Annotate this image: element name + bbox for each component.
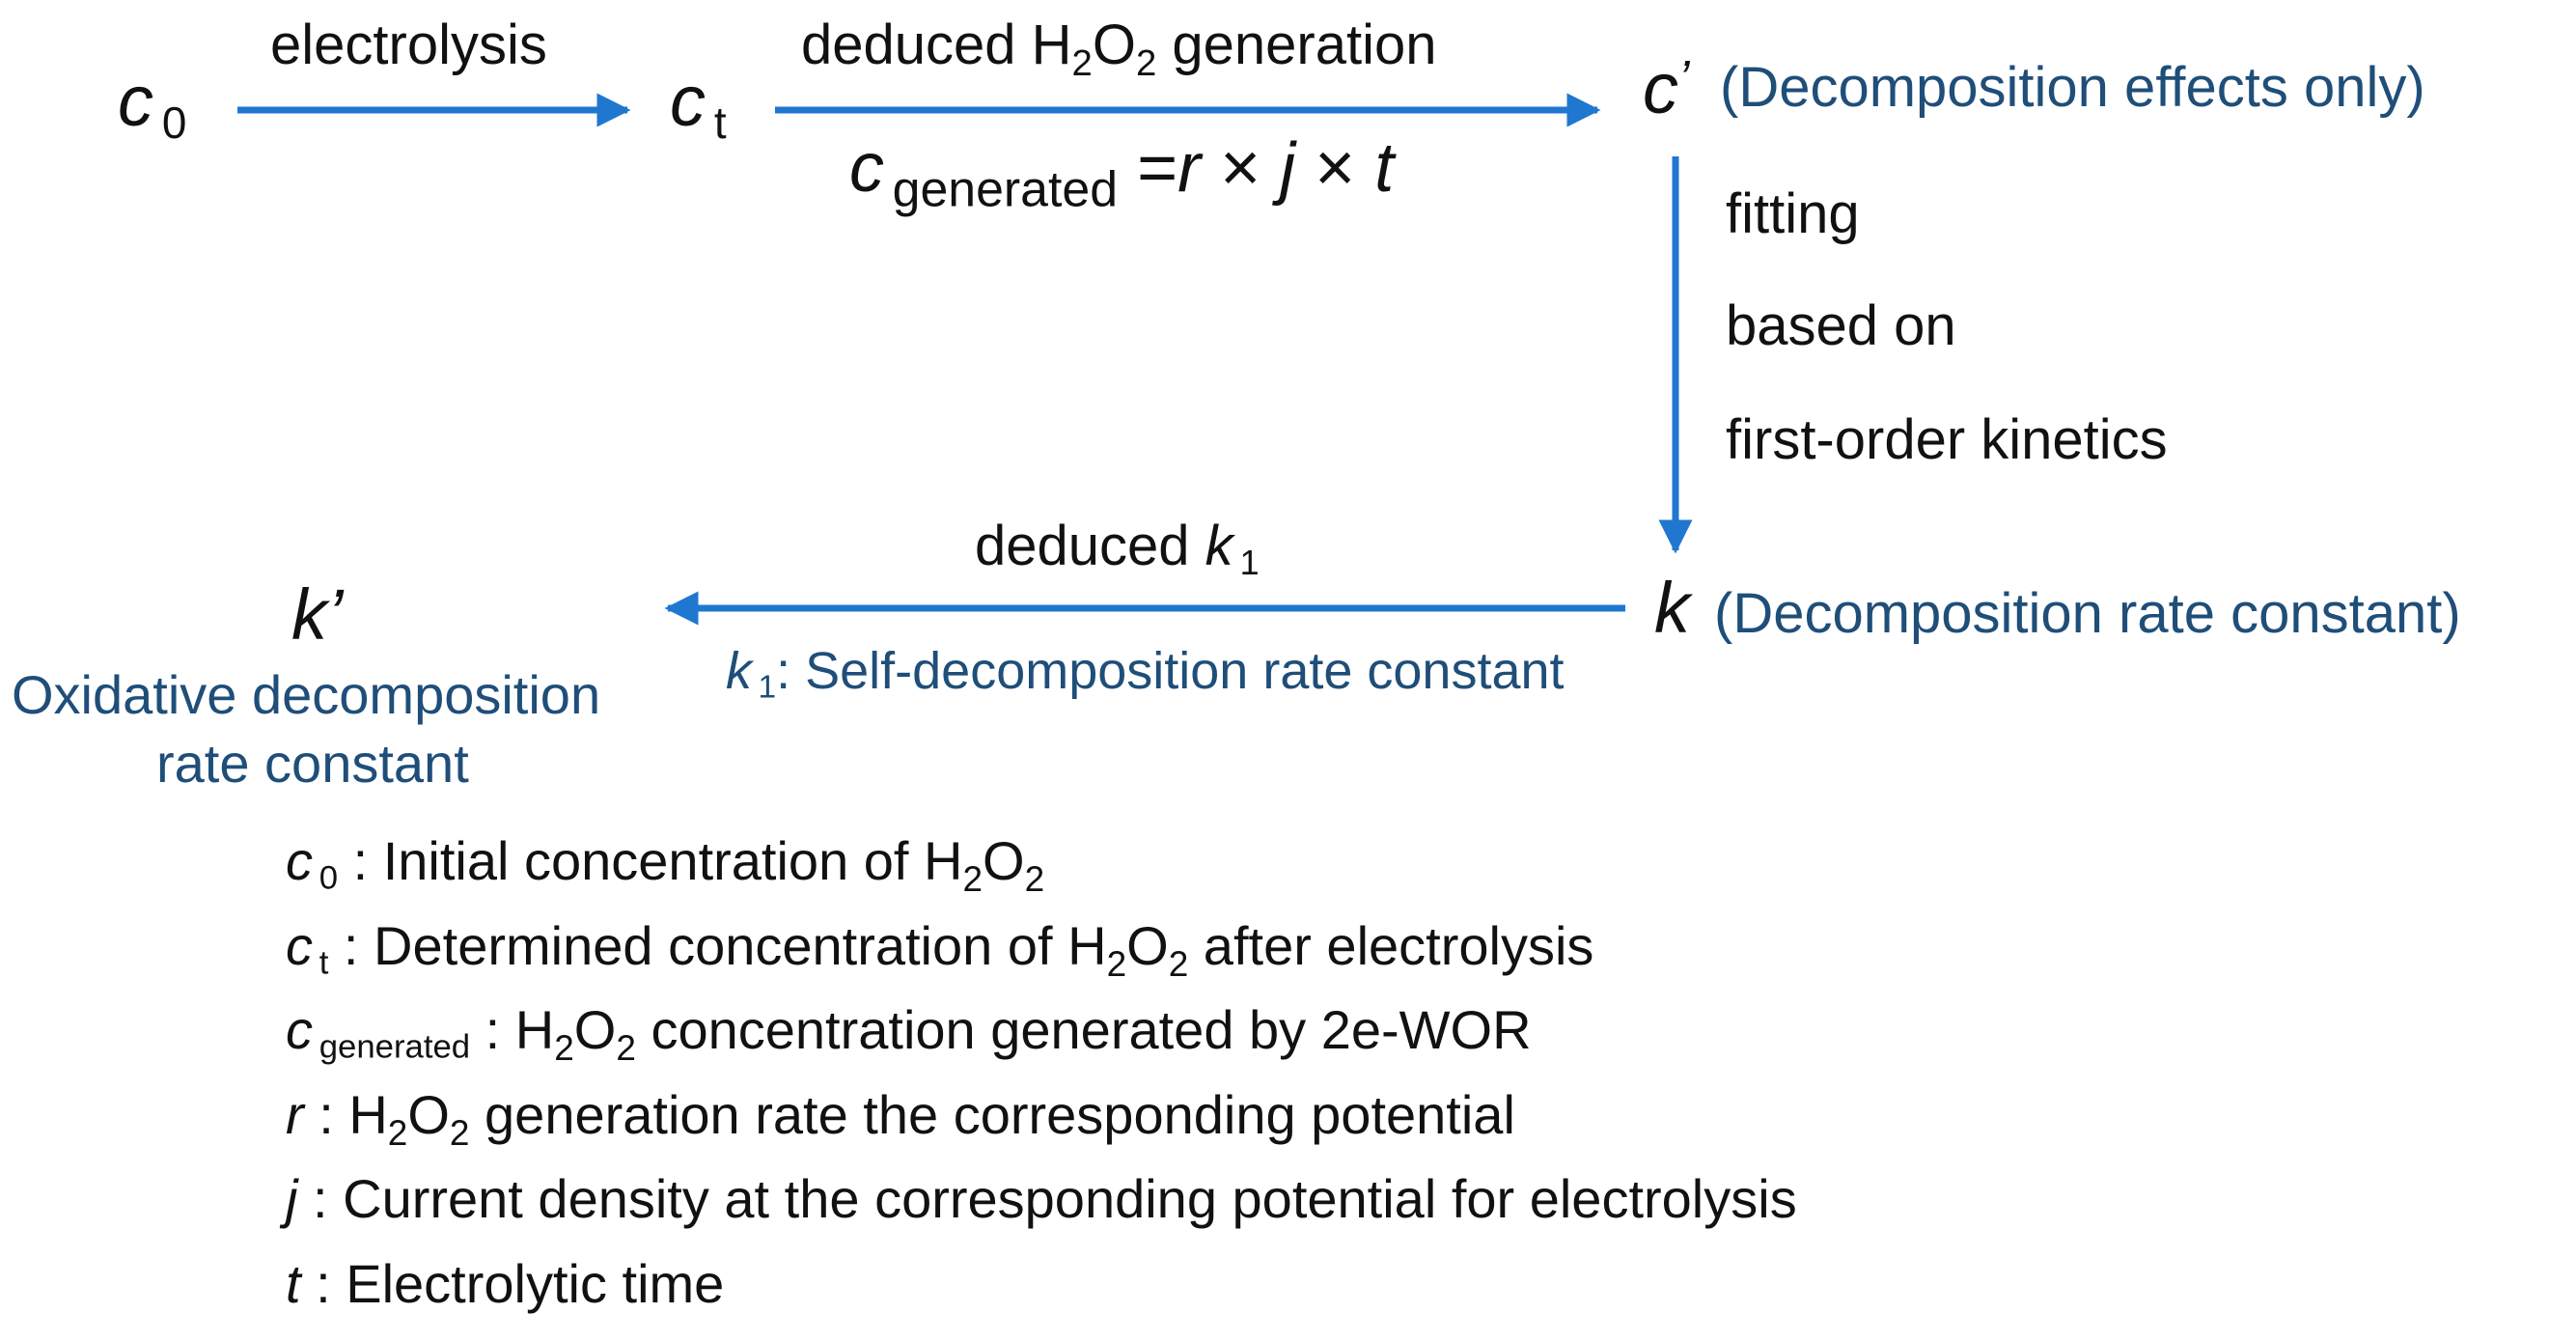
formula-t: t	[1374, 129, 1394, 207]
label-h2o2-sub1: 2	[1072, 42, 1093, 84]
label-fitting: fitting	[1726, 186, 1860, 242]
label-h2o2-suffix: generation	[1156, 14, 1436, 76]
label-k1-symbol: k	[1205, 515, 1233, 577]
definition-sub: t	[319, 944, 329, 981]
formula-times-1: ×	[1201, 129, 1280, 207]
note-decomposition-effects-only: (Decomposition effects only)	[1720, 60, 2425, 116]
note-k1-sub: 1	[758, 669, 776, 705]
definition-text: : H	[304, 1084, 388, 1145]
node-c0-symbol: c	[118, 61, 153, 141]
definition-s2: 2	[1025, 859, 1045, 899]
definition-s2: 2	[450, 1112, 470, 1152]
node-c-prime-symbol: c	[1643, 48, 1678, 128]
definition-s2: 2	[616, 1028, 636, 1068]
definition-mid: O	[983, 830, 1025, 891]
definition-s1: 2	[962, 859, 983, 899]
formula-r: r	[1177, 129, 1201, 207]
definition-mid: O	[1126, 915, 1169, 976]
note-k1-symbol: k	[726, 642, 752, 700]
definition-text: : Determined concentration of H	[328, 915, 1106, 976]
definition-mid: O	[407, 1084, 450, 1145]
definition-symbol: c	[286, 830, 313, 891]
definition-after: generation rate the corresponding potent…	[469, 1084, 1514, 1145]
definition-row: r : H2O2 generation rate the correspondi…	[286, 1088, 1797, 1173]
note-oxidative-line2: rate constant	[156, 737, 469, 791]
definition-text: : Initial concentration of H	[338, 830, 962, 891]
label-deduced-h2o2-generation: deduced H2O2 generation	[801, 17, 1437, 83]
definition-after: after electrolysis	[1188, 915, 1593, 976]
definition-symbol: c	[286, 915, 313, 976]
node-k: k	[1654, 573, 1690, 644]
node-k-prime: k’	[291, 579, 343, 651]
label-k1-prefix: deduced	[975, 515, 1205, 577]
formula-j: j	[1280, 129, 1295, 207]
formula-equals: =	[1118, 129, 1177, 207]
node-c-prime: c’	[1643, 53, 1690, 125]
definition-symbol: r	[286, 1084, 304, 1145]
definition-s1: 2	[554, 1028, 574, 1068]
node-c0-sub: 0	[162, 98, 187, 148]
label-k1-sub: 1	[1240, 543, 1260, 582]
formula-sub: generated	[893, 161, 1118, 217]
label-h2o2-mid: O	[1093, 14, 1136, 76]
label-h2o2-sub2: 2	[1136, 42, 1156, 84]
definition-symbol: c	[286, 999, 313, 1060]
definition-symbol: j	[286, 1168, 297, 1229]
node-ct-sub: t	[714, 98, 727, 148]
definition-after: concentration generated by 2e-WOR	[636, 999, 1532, 1060]
definition-row: j : Current density at the corresponding…	[286, 1172, 1797, 1257]
note-oxidative-line1: Oxidative decomposition	[12, 668, 600, 722]
definition-s1: 2	[1107, 943, 1127, 983]
definition-mid: O	[574, 999, 617, 1060]
definition-s1: 2	[388, 1112, 408, 1152]
definition-symbol: t	[286, 1253, 301, 1314]
definition-text: : H	[470, 999, 554, 1060]
label-electrolysis: electrolysis	[270, 17, 547, 73]
definition-sub: 0	[319, 860, 338, 897]
label-based-on: based on	[1726, 298, 1956, 354]
definition-row: t : Electrolytic time	[286, 1257, 1797, 1341]
label-first-order-kinetics: first-order kinetics	[1726, 412, 2168, 468]
node-ct-symbol: c	[670, 61, 706, 141]
definition-sub: generated	[319, 1029, 470, 1066]
definition-s2: 2	[1169, 943, 1189, 983]
label-h2o2-prefix: deduced H	[801, 14, 1072, 76]
formula-symbol: c	[849, 129, 884, 207]
definition-text: : Current density at the corresponding p…	[297, 1168, 1796, 1229]
note-decomposition-rate-constant: (Decomposition rate constant)	[1714, 586, 2461, 642]
formula-times-2: ×	[1295, 129, 1374, 207]
note-k1-text: : Self-decomposition rate constant	[776, 642, 1564, 700]
definition-text: : Electrolytic time	[301, 1253, 725, 1314]
node-c-prime-mark: ’	[1678, 50, 1690, 106]
